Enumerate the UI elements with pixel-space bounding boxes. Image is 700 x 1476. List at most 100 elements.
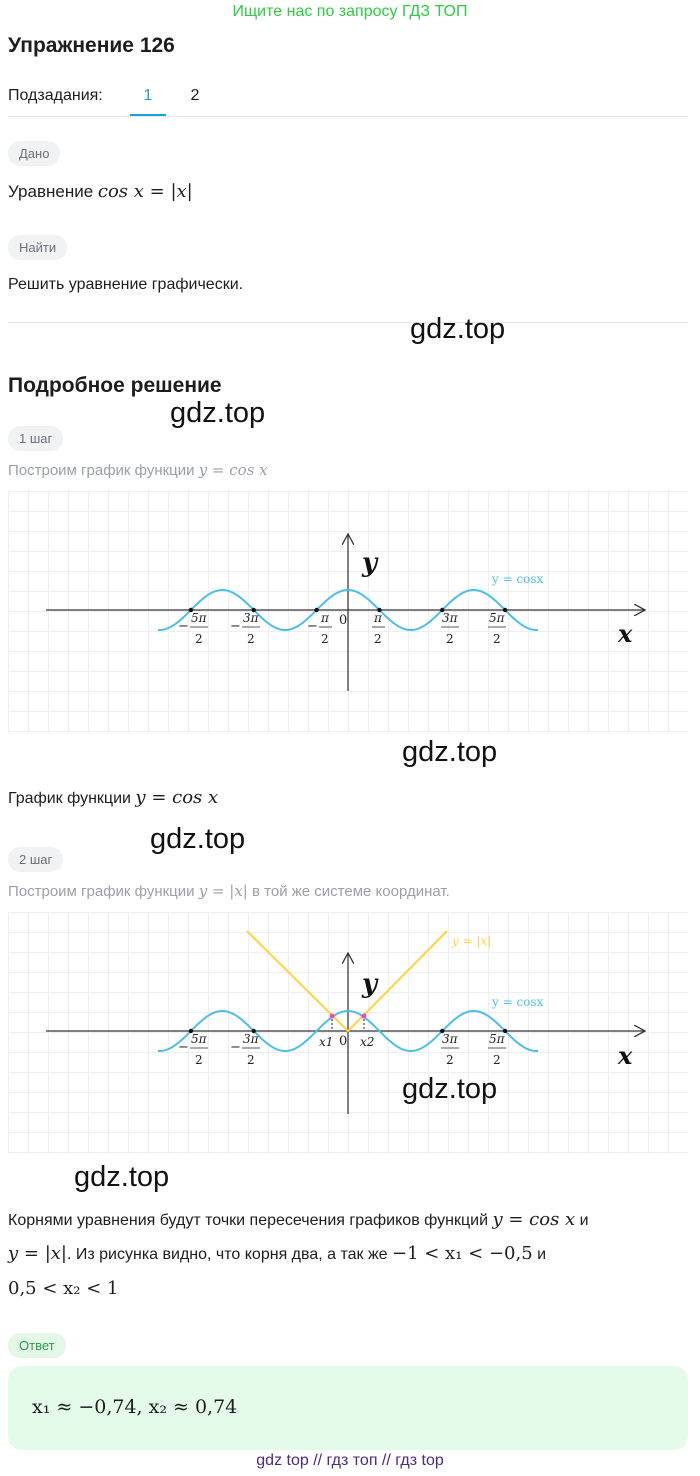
step2-suffix: в той же системе координат. — [247, 883, 450, 900]
svg-text:2: 2 — [195, 1053, 203, 1067]
graph-cos-svg: y x y = cosx 0 − 5π 2 − 3π 2 − π 2 π 2 3… — [46, 491, 688, 691]
tick-label-neg3pi2: − 3π 2 — [230, 1032, 260, 1067]
graph-cos-abs-svg: y x y = cosx y = |x| 0 x1 x2 − 5π 2 − 3π… — [46, 930, 688, 1114]
tick-label-neg5pi2: − 5π 2 — [178, 611, 208, 646]
zero-points — [188, 1028, 508, 1034]
zero-points — [188, 607, 508, 613]
svg-text:2: 2 — [247, 1053, 255, 1067]
step1-text: Построим график функции y = cos x — [8, 461, 268, 479]
given-pill: Дано — [8, 141, 61, 166]
step2-equation: y = |x| — [198, 882, 248, 900]
cos-curve — [157, 1009, 539, 1053]
tick-label-neg3pi2: − 3π 2 — [230, 611, 260, 646]
cos-curve-label: y = cosx — [491, 995, 544, 1009]
zero-point — [440, 1028, 445, 1034]
svg-text:3π: 3π — [442, 611, 459, 625]
find-badge: Найти — [8, 235, 68, 260]
svg-text:2: 2 — [247, 632, 255, 646]
x-axis-label: x — [617, 1041, 633, 1070]
cos-curve — [157, 588, 539, 632]
abs-curve-label: y = |x| — [451, 934, 491, 948]
x-axis-label: x — [617, 619, 633, 648]
intersection-point-2 — [361, 1013, 367, 1019]
conclusion-eq-cos: y = cos x — [492, 1209, 576, 1230]
step1-prefix: Построим график функции — [8, 462, 199, 479]
origin-label: 0 — [339, 1034, 347, 1049]
svg-text:−: − — [230, 1040, 241, 1055]
subtasks-label: Подзадания: — [8, 87, 103, 104]
conclusion-line-3: 0,5 < x₂ < 1 — [8, 1278, 119, 1299]
svg-text:5π: 5π — [191, 611, 208, 625]
step1-caption-equation: y = cos x — [135, 787, 219, 808]
given-equation: cos x = |x| — [97, 181, 193, 202]
watermark: gdz.top — [170, 397, 266, 429]
step1-badge: 1 шаг — [8, 426, 64, 451]
graph-cos-abs: y x y = cosx y = |x| 0 x1 x2 − 5π 2 − 3π… — [8, 912, 688, 1154]
y-axis-label: y — [361, 969, 379, 999]
given-badge: Дано — [8, 141, 61, 166]
step2-text: Построим график функции y = |x| в той же… — [8, 882, 450, 900]
zero-point — [188, 1028, 194, 1034]
step1-pill: 1 шаг — [8, 426, 64, 451]
search-banner: Ищите нас по запросу ГДЗ ТОП — [232, 3, 468, 20]
answer-pill: Ответ — [8, 1333, 66, 1358]
svg-text:π: π — [373, 611, 383, 625]
svg-text:2: 2 — [446, 632, 454, 646]
svg-text:−: − — [230, 619, 241, 634]
tab-subtask-2[interactable]: 2 — [190, 87, 200, 104]
conclusion-text: . Из рисунка видно, что корня два, а так… — [66, 1246, 392, 1263]
conclusion-and-2: и — [532, 1246, 547, 1263]
graph-cos: y x y = cosx 0 − 5π 2 − 3π 2 − π 2 π 2 3… — [8, 491, 688, 733]
watermark: gdz.top — [402, 1073, 498, 1105]
watermark: gdz.top — [410, 313, 506, 345]
given-prefix: Уравнение — [8, 182, 98, 201]
active-tab-indicator — [130, 114, 166, 116]
svg-text:2: 2 — [493, 632, 501, 646]
svg-text:3π: 3π — [442, 1032, 459, 1046]
conclusion-prefix: Корнями уравнения будут точки пересечени… — [8, 1212, 493, 1229]
step1-caption: График функции y = cos x — [8, 787, 218, 808]
zero-point — [314, 607, 319, 613]
y-axis-label: y — [361, 548, 379, 578]
svg-text:π: π — [320, 611, 330, 625]
zero-point — [251, 607, 256, 613]
watermark: gdz.top — [74, 1161, 170, 1193]
conclusion-and: и — [575, 1212, 589, 1229]
conclusion-range-x2: 0,5 < x₂ < 1 — [8, 1278, 119, 1299]
zero-point — [188, 607, 194, 613]
svg-text:2: 2 — [446, 1053, 454, 1067]
conclusion-line-2: y = |x|. Из рисунка видно, что корня два… — [8, 1243, 692, 1264]
answer-value: x₁ ≈ −0,74, x₂ ≈ 0,74 — [32, 1396, 238, 1418]
svg-text:5π: 5π — [489, 1032, 506, 1046]
tick-label-3pi2: 3π 2 — [441, 611, 459, 646]
answer-badge: Ответ — [8, 1333, 66, 1358]
svg-text:3π: 3π — [243, 611, 260, 625]
cos-curve-label: y = cosx — [491, 572, 544, 586]
abs-curve — [246, 930, 448, 1033]
svg-text:5π: 5π — [191, 1032, 208, 1046]
svg-text:5π: 5π — [489, 611, 506, 625]
tick-label-pi2: π 2 — [372, 611, 385, 646]
conclusion-eq-abs: y = |x| — [8, 1243, 67, 1264]
svg-text:2: 2 — [493, 1053, 501, 1067]
step2-badge: 2 шаг — [8, 847, 64, 872]
tick-label-3pi2: 3π 2 — [441, 1032, 459, 1067]
watermark: gdz.top — [150, 823, 246, 855]
watermark: gdz.top — [402, 736, 498, 768]
intersection-point-1 — [329, 1013, 335, 1019]
step2-prefix: Построим график функции — [8, 883, 199, 900]
tab-subtask-1[interactable]: 1 — [143, 87, 153, 104]
tick-label-5pi2: 5π 2 — [488, 611, 506, 646]
step1-caption-prefix: График функции — [8, 790, 136, 807]
x1-label: x1 — [319, 1035, 333, 1049]
answer-box: x₁ ≈ −0,74, x₂ ≈ 0,74 — [8, 1366, 688, 1450]
footer-links[interactable]: gdz top // гдз топ // гдз top — [256, 1452, 444, 1469]
svg-text:−: − — [178, 1040, 189, 1055]
svg-text:−: − — [178, 619, 189, 634]
find-pill: Найти — [8, 235, 68, 260]
svg-text:2: 2 — [321, 632, 329, 646]
zero-point — [502, 607, 508, 613]
page-title: Упражнение 126 — [8, 34, 175, 57]
conclusion-range-x1: −1 < x₁ < −0,5 — [392, 1243, 533, 1264]
svg-text:2: 2 — [374, 632, 382, 646]
